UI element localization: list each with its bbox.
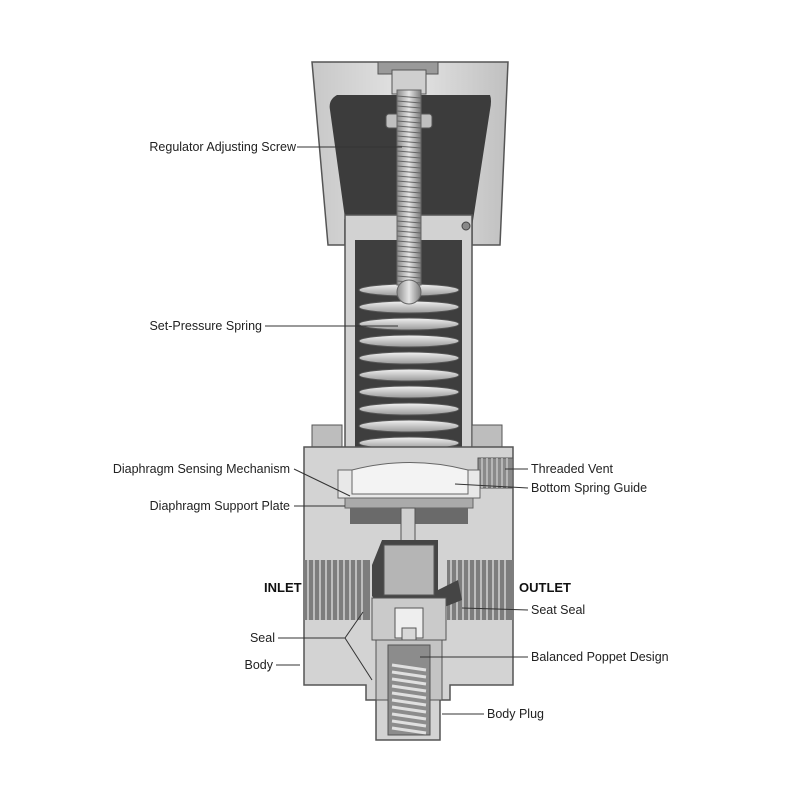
label-balanced-poppet-design: Balanced Poppet Design [531, 650, 669, 664]
label-seal: Seal [249, 631, 275, 645]
label-threaded-vent: Threaded Vent [531, 462, 614, 476]
adjusting-screw [377, 61, 439, 305]
label-body: Body [244, 658, 274, 672]
label-outlet: OUTLET [519, 580, 571, 595]
label-body-plug: Body Plug [487, 707, 544, 721]
label-inlet: INLET [264, 580, 302, 595]
label-seat-seal: Seat Seal [531, 603, 586, 617]
valve-body [303, 446, 514, 741]
set-pressure-spring [358, 283, 460, 450]
label-regulator-adjusting-screw: Regulator Adjusting Screw [149, 140, 296, 154]
label-diaphragm-support-plate: Diaphragm Support Plate [149, 499, 290, 513]
leader-lines [265, 146, 529, 715]
label-bottom-spring-guide: Bottom Spring Guide [531, 481, 648, 495]
label-set-pressure-spring: Set-Pressure Spring [149, 319, 262, 333]
label-diaphragm-sensing-mechanism: Diaphragm Sensing Mechanism [112, 462, 290, 476]
